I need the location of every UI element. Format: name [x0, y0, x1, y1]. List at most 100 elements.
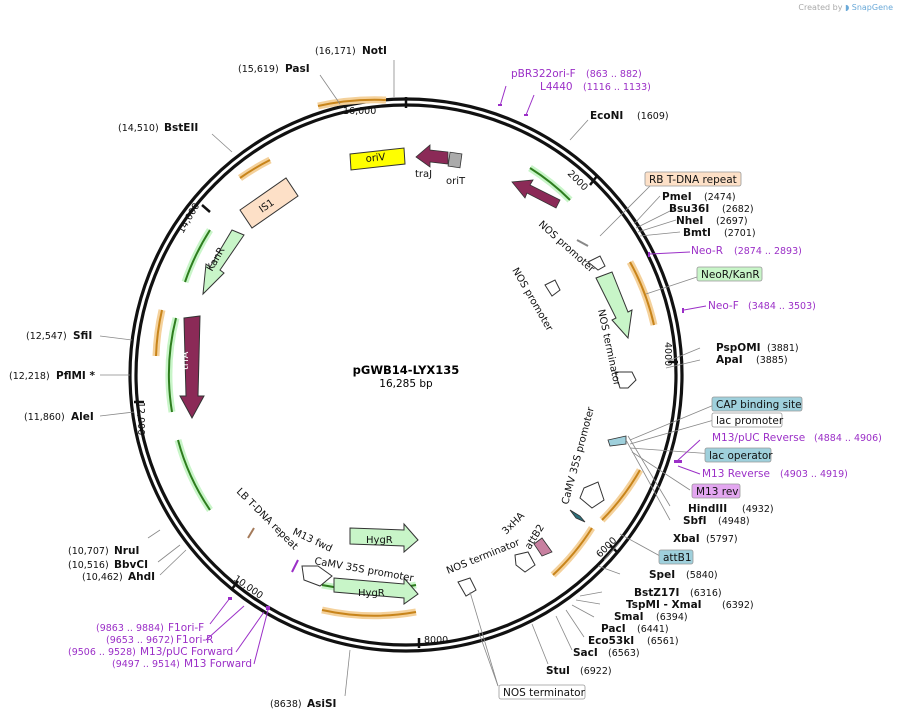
svg-text:SacI: SacI	[573, 647, 598, 659]
svg-text:(16,171): (16,171)	[315, 46, 356, 57]
svg-text:(2874 .. 2893): (2874 .. 2893)	[734, 246, 802, 257]
feature-label: traJ	[415, 169, 432, 180]
feature-TetR	[511, 179, 561, 209]
svg-text:(1116 .. 1133): (1116 .. 1133)	[583, 82, 651, 93]
svg-text:BbvCI: BbvCI	[114, 559, 148, 571]
svg-text:(4948): (4948)	[718, 516, 750, 527]
svg-text:(2474): (2474)	[704, 192, 736, 203]
svg-text:(9863 .. 9884): (9863 .. 9884)	[96, 623, 164, 634]
svg-text:(12,218): (12,218)	[9, 371, 50, 382]
feature-NeoR	[595, 271, 633, 340]
svg-text:Eco53kI: Eco53kI	[588, 635, 634, 647]
feature-label: 3xHA	[500, 510, 527, 537]
svg-text:AhdI: AhdI	[128, 571, 155, 583]
enzyme-NotI: NotI	[362, 45, 387, 57]
svg-text:SmaI: SmaI	[614, 611, 644, 623]
svg-text:(2697): (2697)	[716, 216, 748, 227]
feature-label: oriT	[446, 176, 466, 187]
feature-HygR	[333, 576, 419, 605]
svg-text:(2701): (2701)	[724, 228, 756, 239]
svg-text:(8638): (8638)	[270, 699, 302, 710]
credit-prefix: Created by	[798, 3, 843, 12]
label-m13-rev: M13 rev	[696, 486, 739, 498]
svg-text:NheI: NheI	[676, 215, 703, 227]
primer-labels: pBR322ori-F (863 .. 882) L4440 (1116 .. …	[68, 68, 882, 670]
svg-text:BstEII: BstEII	[164, 122, 198, 134]
credit-brand: SnapGene	[851, 3, 893, 12]
enzyme-labels: (16,171) NotI (15,619) PasI (14,510) Bst…	[9, 45, 799, 710]
svg-text:EcoNI: EcoNI	[590, 110, 623, 122]
label-attb1: attB1	[663, 552, 692, 564]
feature-label: LB T-DNA repeat	[234, 486, 300, 552]
svg-text:(10,707): (10,707)	[68, 546, 109, 557]
label-lac-promoter: lac promoter	[716, 415, 784, 427]
svg-text:(1609): (1609)	[637, 111, 669, 122]
svg-text:(6563): (6563)	[608, 648, 640, 659]
label-neor-kanr: NeoR/KanR	[701, 269, 760, 281]
svg-text:PspOMI: PspOMI	[716, 342, 761, 354]
boxed-labels: RB T-DNA repeat NeoR/KanR CAP binding si…	[498, 171, 803, 700]
feature-IS1	[239, 177, 299, 229]
svg-text:(3881): (3881)	[767, 343, 799, 354]
svg-text:XbaI: XbaI	[673, 533, 700, 545]
svg-text:(3885): (3885)	[756, 355, 788, 366]
label-lac-operator: lac operator	[709, 450, 773, 462]
svg-text:(9497 .. 9514): (9497 .. 9514)	[112, 659, 180, 670]
svg-text:NruI: NruI	[114, 545, 139, 557]
svg-text:(6441): (6441)	[637, 624, 669, 635]
svg-text:L4440: L4440	[540, 81, 573, 93]
svg-text:(6394): (6394)	[656, 612, 688, 623]
svg-text:(11,860): (11,860)	[24, 412, 65, 423]
svg-text:AsiSI: AsiSI	[307, 698, 336, 710]
svg-text:F1ori-F: F1ori-F	[168, 622, 204, 634]
svg-text:HindIII: HindIII	[688, 503, 727, 515]
svg-text:(4884 .. 4906): (4884 .. 4906)	[814, 433, 882, 444]
svg-text:PmeI: PmeI	[662, 191, 692, 203]
svg-text:(6922): (6922)	[580, 666, 612, 677]
svg-text:(14,510): (14,510)	[118, 123, 159, 134]
svg-text:(863 .. 882): (863 .. 882)	[586, 69, 642, 80]
feature-oriT	[447, 151, 463, 169]
primer-lines	[205, 85, 707, 665]
feature-label: NOS promoter	[536, 219, 597, 275]
feature-label: trfA	[180, 351, 191, 370]
feature-label: HygR	[358, 588, 385, 599]
primer-ticks	[228, 104, 684, 610]
svg-text:(6316): (6316)	[690, 588, 722, 599]
feature-trfA	[179, 315, 205, 420]
svg-text:(15,619): (15,619)	[238, 64, 279, 75]
svg-text:TspMI - XmaI: TspMI - XmaI	[626, 599, 702, 611]
tick-label: 12,000	[135, 402, 146, 435]
svg-text:M13/pUC Reverse: M13/pUC Reverse	[712, 432, 805, 444]
svg-text:F1ori-R: F1ori-R	[176, 634, 213, 646]
svg-text:BstZ17I: BstZ17I	[634, 587, 679, 599]
feature-label: oriV	[365, 152, 386, 165]
feature-label: NOS terminator	[445, 537, 522, 577]
label-cap-binding: CAP binding site	[716, 399, 802, 411]
svg-text:(10,462): (10,462)	[82, 572, 123, 583]
svg-text:ApaI: ApaI	[716, 354, 743, 366]
svg-text:SbfI: SbfI	[683, 515, 707, 527]
svg-text:StuI: StuI	[546, 665, 570, 677]
svg-text:(5840): (5840)	[686, 570, 718, 581]
label-rb-tdna: RB T-DNA repeat	[649, 174, 737, 186]
svg-text:(5797): (5797)	[706, 534, 738, 545]
svg-text:(9506 .. 9528): (9506 .. 9528)	[68, 647, 136, 658]
enzyme-lines	[99, 60, 715, 697]
svg-text:Bsu36I: Bsu36I	[669, 203, 709, 215]
svg-text:(12,547): (12,547)	[26, 331, 67, 342]
svg-text:pBR322ori-F: pBR322ori-F	[511, 68, 576, 80]
svg-text:PasI: PasI	[285, 63, 310, 75]
feature-HygR	[349, 522, 419, 554]
svg-text:(9653 .. 9672): (9653 .. 9672)	[106, 635, 174, 646]
svg-text:(6561): (6561)	[647, 636, 679, 647]
feature-label: NOS promoter	[509, 266, 555, 334]
snapgene-credit: Created by ◗ SnapGene	[798, 3, 893, 12]
svg-text:Neo-R: Neo-R	[691, 245, 723, 257]
label-nos-terminator: NOS terminator	[503, 687, 586, 699]
svg-text:M13 Forward: M13 Forward	[184, 658, 252, 670]
svg-text:(3484 .. 3503): (3484 .. 3503)	[748, 301, 816, 312]
feature-KanR	[202, 229, 245, 296]
svg-text:(4932): (4932)	[742, 504, 774, 515]
